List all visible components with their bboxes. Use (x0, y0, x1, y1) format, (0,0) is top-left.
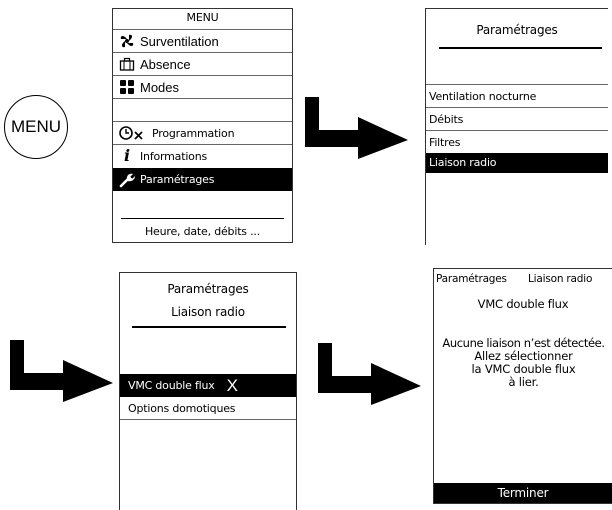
liaison-screen-title: Paramétrages (167, 282, 249, 296)
status-line: la VMC double flux (471, 362, 576, 376)
liaison-item-vmc-double-flux[interactable]: VMC double flux X (120, 374, 296, 397)
menu-button-label: MENU (10, 117, 62, 136)
clock-schedule-icon (119, 126, 143, 140)
menu-button[interactable]: MENU (4, 95, 68, 159)
modes-grid-icon (120, 80, 134, 94)
liaison-radio-screen: Paramétrages Liaison radio VMC double fl… (119, 272, 297, 510)
parametrages-item-liaison-radio[interactable]: Liaison radio (426, 153, 608, 173)
status-line: Aucune liaison n’est détectée. (442, 336, 605, 350)
liaison-item-label: VMC double flux (128, 379, 215, 392)
parametrages-item-ventilation-nocturne[interactable]: Ventilation nocturne (426, 84, 608, 107)
status-line: Allez sélectionner (474, 349, 573, 363)
menu-item-informations[interactable]: i Informations (113, 144, 292, 167)
status-line: à lier. (508, 375, 539, 389)
parametrages-title: Paramétrages (476, 23, 558, 37)
subtitle-underline (132, 326, 286, 328)
menu-item-modes[interactable]: Modes (113, 75, 292, 98)
vmc-screen-title: VMC double flux (477, 297, 569, 311)
menu-item-label: Surventilation (140, 33, 219, 49)
breadcrumb-parametrages: Paramétrages (436, 273, 507, 285)
info-icon: i (124, 146, 130, 165)
menu-item-label: Modes (140, 79, 180, 95)
list-bottom-divider (120, 419, 296, 420)
fan-icon (120, 34, 134, 48)
terminer-button[interactable]: Terminer (434, 483, 612, 503)
menu-footer: Heure, date, débits ... (144, 225, 261, 238)
menu-empty-row (113, 98, 292, 121)
menu-footer-divider (121, 218, 284, 219)
parametrages-item-debits[interactable]: Débits (426, 107, 608, 130)
flow-arrow-1 (305, 97, 408, 159)
menu-item-label: Informations (140, 149, 208, 163)
menu-item-programmation[interactable]: Programmation (113, 121, 292, 144)
breadcrumb-liaison-radio: Liaison radio (528, 273, 593, 285)
flow-arrow-2 (10, 340, 113, 402)
menu-item-absence[interactable]: Absence (113, 52, 292, 75)
linked-x-badge: X (226, 376, 238, 395)
vmc-screen: Paramétrages Liaison radio VMC double fl… (433, 268, 612, 504)
menu-item-surventilation[interactable]: Surventilation (113, 29, 292, 52)
flow-arrow-3 (318, 343, 421, 405)
parametrages-item-filtres[interactable]: Filtres (426, 130, 608, 153)
menu-item-label: Programmation (152, 126, 235, 140)
menu-item-parametrages[interactable]: Paramétrages (113, 168, 292, 191)
menu-item-label: Paramétrages (140, 173, 215, 186)
menu-item-label: Absence (140, 56, 191, 72)
liaison-item-options-domotiques[interactable]: Options domotiques (128, 402, 236, 415)
suitcase-icon (119, 57, 135, 71)
parametrages-screen: Paramétrages Ventilation nocturne Débits… (425, 8, 608, 245)
status-message: Aucune liaison n’est détectée. Allez sél… (431, 337, 612, 389)
menu-screen: MENU Surventilation Absence Modes Progra… (112, 8, 293, 243)
menu-title: MENU (186, 11, 219, 24)
liaison-screen-subtitle: Liaison radio (171, 305, 245, 319)
breadcrumb: Paramétrages Liaison radio (436, 270, 612, 288)
wrench-icon (119, 173, 135, 187)
title-underline (439, 47, 602, 49)
